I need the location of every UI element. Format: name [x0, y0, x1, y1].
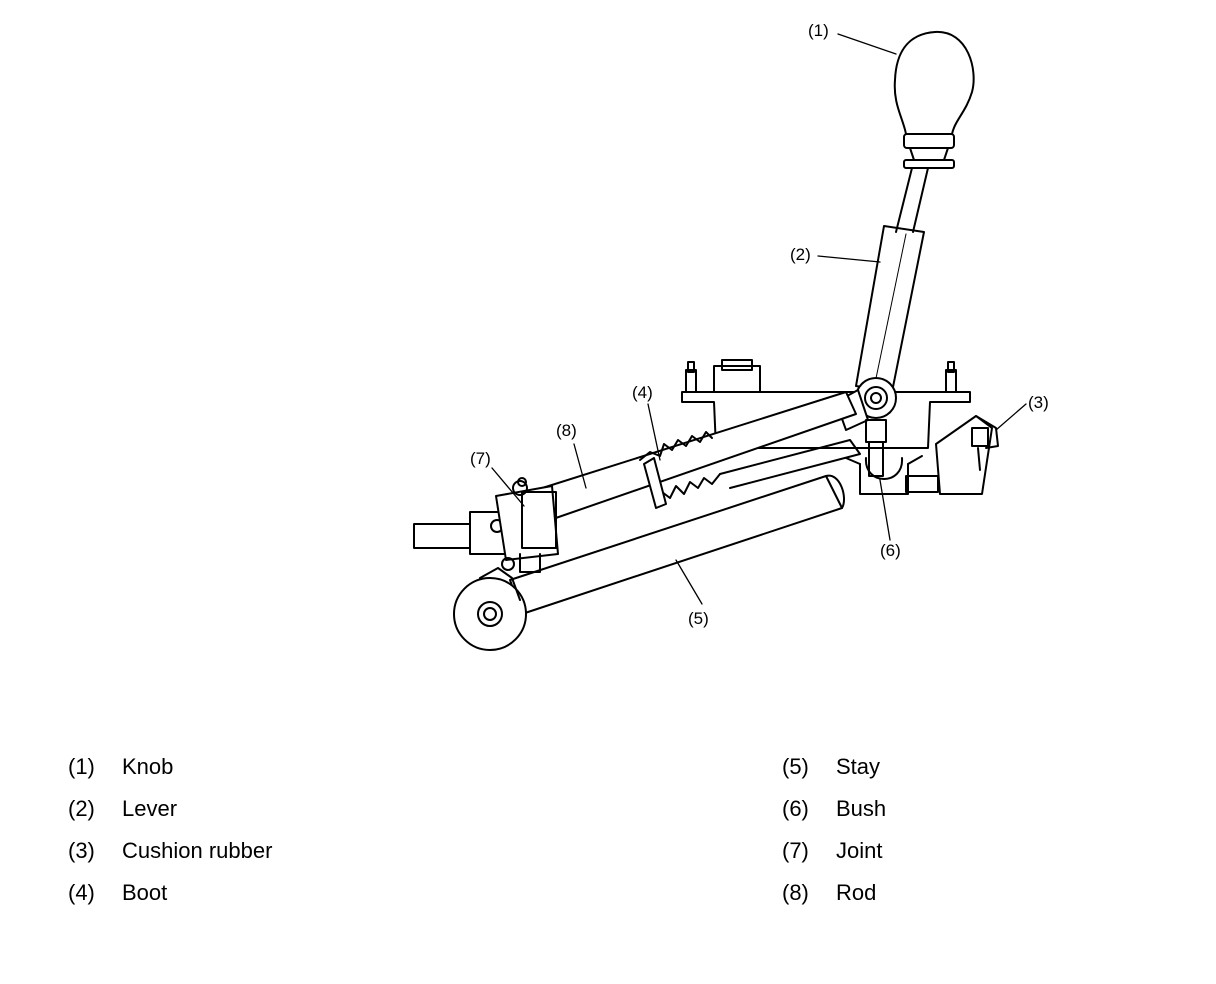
callout-8: (8)	[556, 421, 577, 440]
legend-label: Knob	[122, 754, 174, 779]
lever-part	[855, 167, 929, 393]
legend-number: (5)	[782, 754, 809, 779]
callout-5: (5)	[688, 609, 709, 628]
callout-4: (4)	[632, 383, 653, 402]
leader-lines	[491, 33, 1027, 605]
shift-lever-diagram: (1) (2) (3) (4) (5) (6) (7) (8)	[413, 21, 1049, 651]
legend-number: (6)	[782, 796, 809, 821]
callout-7: (7)	[470, 449, 491, 468]
legend-label: Cushion rubber	[122, 838, 273, 863]
cushion-rubber-part	[935, 415, 999, 495]
legend-item: (6) Bush	[782, 788, 886, 830]
legend-item: (1) Knob	[68, 746, 272, 788]
legend-item: (3) Cushion rubber	[68, 830, 272, 872]
legend-number: (2)	[68, 796, 95, 821]
callout-3: (3)	[1028, 393, 1049, 412]
callout-2: (2)	[790, 245, 811, 264]
legend-label: Lever	[122, 796, 178, 821]
legend-number: (3)	[68, 838, 95, 863]
legend-right: (5) Stay (6) Bush (7) Joint (8) Rod	[782, 746, 886, 914]
legend-number: (4)	[68, 880, 95, 905]
legend-item: (2) Lever	[68, 788, 272, 830]
legend-number: (1)	[68, 754, 95, 779]
callout-1: (1)	[808, 21, 829, 40]
legend-item: (7) Joint	[782, 830, 886, 872]
callout-6: (6)	[880, 541, 901, 560]
boot-part	[639, 431, 861, 509]
legend-label: Bush	[836, 796, 887, 821]
bush-part	[845, 455, 939, 495]
legend-number: (7)	[782, 838, 809, 863]
legend-label: Rod	[836, 880, 877, 905]
joint-part	[413, 477, 559, 573]
knob-part	[893, 30, 975, 169]
legend-label: Boot	[122, 880, 168, 905]
legend-label: Stay	[836, 754, 881, 779]
legend-left: (1) Knob (2) Lever (3) Cushion rubber (4…	[68, 746, 272, 914]
roller-part	[453, 567, 527, 651]
legend-number: (8)	[782, 880, 809, 905]
legend-item: (5) Stay	[782, 746, 886, 788]
legend-item: (4) Boot	[68, 872, 272, 914]
base-bracket	[681, 359, 971, 449]
legend-item: (8) Rod	[782, 872, 886, 914]
legend-label: Joint	[836, 838, 883, 863]
